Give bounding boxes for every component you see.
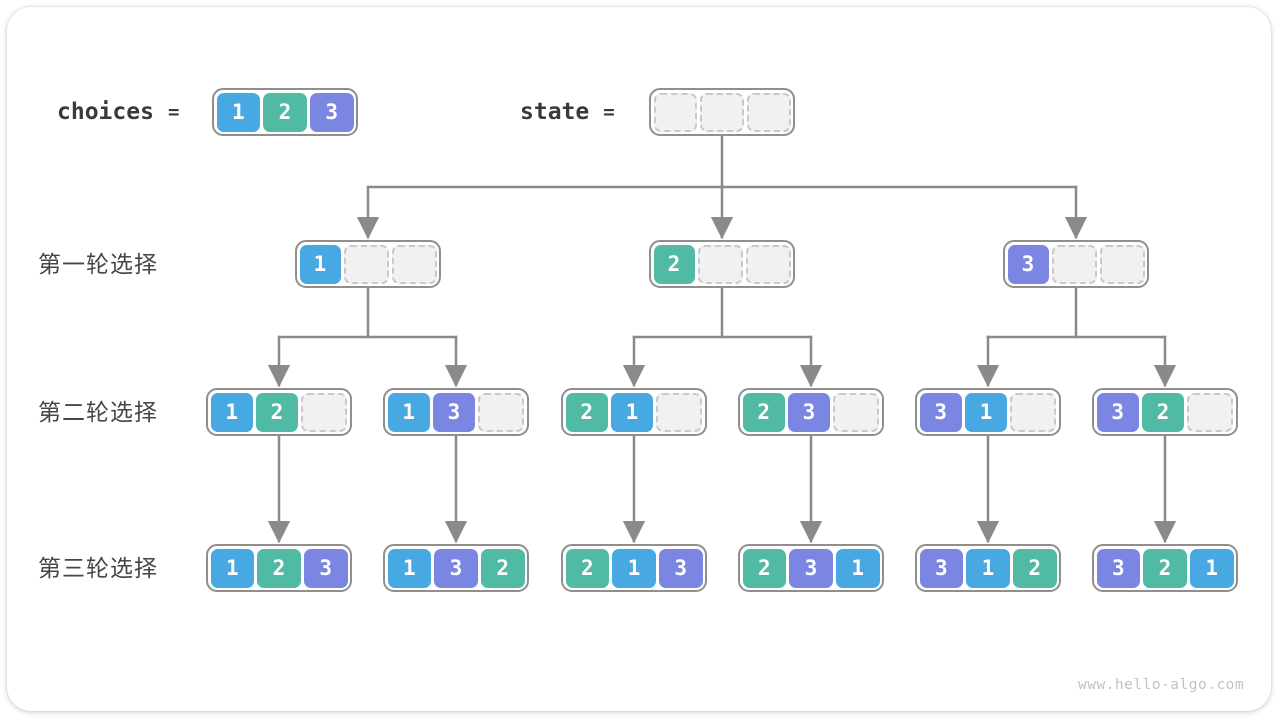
value-cell-3: 3 bbox=[432, 392, 476, 432]
state-label-group: state = bbox=[520, 88, 615, 136]
value-cell-2: 2 bbox=[1012, 548, 1057, 588]
value-cell-1: 1 bbox=[964, 392, 1008, 432]
empty-slot bbox=[343, 244, 389, 284]
value-cell-3: 3 bbox=[919, 548, 964, 588]
value-cell-2: 2 bbox=[742, 392, 785, 432]
value-cell-3: 3 bbox=[309, 92, 354, 132]
value-cell-2: 2 bbox=[1143, 548, 1187, 588]
value-cell-1: 1 bbox=[966, 548, 1010, 588]
value-cell-3: 3 bbox=[1007, 244, 1049, 284]
value-cell-3: 3 bbox=[789, 548, 833, 588]
empty-slot bbox=[745, 244, 791, 284]
choices-label-group: choices = bbox=[57, 88, 179, 136]
empty-slot bbox=[653, 92, 698, 132]
value-cell-3: 3 bbox=[434, 548, 478, 588]
empty-slot bbox=[1099, 244, 1145, 284]
empty-slot bbox=[700, 92, 744, 132]
empty-slot bbox=[697, 244, 743, 284]
empty-slot bbox=[478, 392, 525, 432]
empty-slot bbox=[301, 392, 348, 432]
state-equals-sign: = bbox=[603, 101, 615, 123]
value-cell-1: 1 bbox=[387, 548, 432, 588]
value-cell-3: 3 bbox=[1096, 548, 1141, 588]
value-cell-1: 1 bbox=[610, 392, 654, 432]
round-3-label: 第三轮选择 bbox=[38, 555, 158, 581]
empty-slot bbox=[1010, 392, 1057, 432]
value-cell-1: 1 bbox=[216, 92, 261, 132]
round-1-label: 第一轮选择 bbox=[38, 251, 158, 277]
choices-equals-sign: = bbox=[167, 101, 180, 123]
value-cell-2: 2 bbox=[653, 244, 695, 284]
round-1-state-1: 1 bbox=[295, 240, 441, 288]
empty-slot bbox=[656, 392, 703, 432]
value-cell-2: 2 bbox=[565, 392, 608, 432]
value-cell-3: 3 bbox=[919, 392, 962, 432]
state-array bbox=[649, 88, 795, 136]
empty-slot bbox=[1187, 392, 1234, 432]
value-cell-1: 1 bbox=[835, 548, 880, 588]
value-cell-2: 2 bbox=[255, 392, 299, 432]
value-cell-1: 1 bbox=[387, 392, 430, 432]
choices-label: choices bbox=[57, 99, 154, 125]
value-cell-3: 3 bbox=[303, 548, 348, 588]
empty-slot bbox=[833, 392, 880, 432]
empty-slot bbox=[1051, 244, 1097, 284]
value-cell-2: 2 bbox=[1141, 392, 1185, 432]
round-1-state-2: 2 bbox=[649, 240, 795, 288]
value-cell-2: 2 bbox=[257, 548, 301, 588]
empty-slot bbox=[746, 92, 791, 132]
value-cell-2: 2 bbox=[480, 548, 525, 588]
value-cell-1: 1 bbox=[210, 548, 255, 588]
value-cell-3: 3 bbox=[658, 548, 703, 588]
round-1-state-3: 3 bbox=[1003, 240, 1149, 288]
round-2-label: 第二轮选择 bbox=[38, 399, 158, 425]
watermark: www.hello-algo.com bbox=[1078, 677, 1245, 693]
value-cell-1: 1 bbox=[1189, 548, 1234, 588]
value-cell-2: 2 bbox=[742, 548, 787, 588]
value-cell-2: 2 bbox=[263, 92, 307, 132]
empty-slot bbox=[391, 244, 437, 284]
value-cell-1: 1 bbox=[299, 244, 341, 284]
value-cell-1: 1 bbox=[612, 548, 656, 588]
state-label: state bbox=[520, 99, 590, 125]
value-cell-3: 3 bbox=[787, 392, 831, 432]
value-cell-1: 1 bbox=[210, 392, 253, 432]
value-cell-2: 2 bbox=[565, 548, 610, 588]
value-cell-3: 3 bbox=[1096, 392, 1139, 432]
